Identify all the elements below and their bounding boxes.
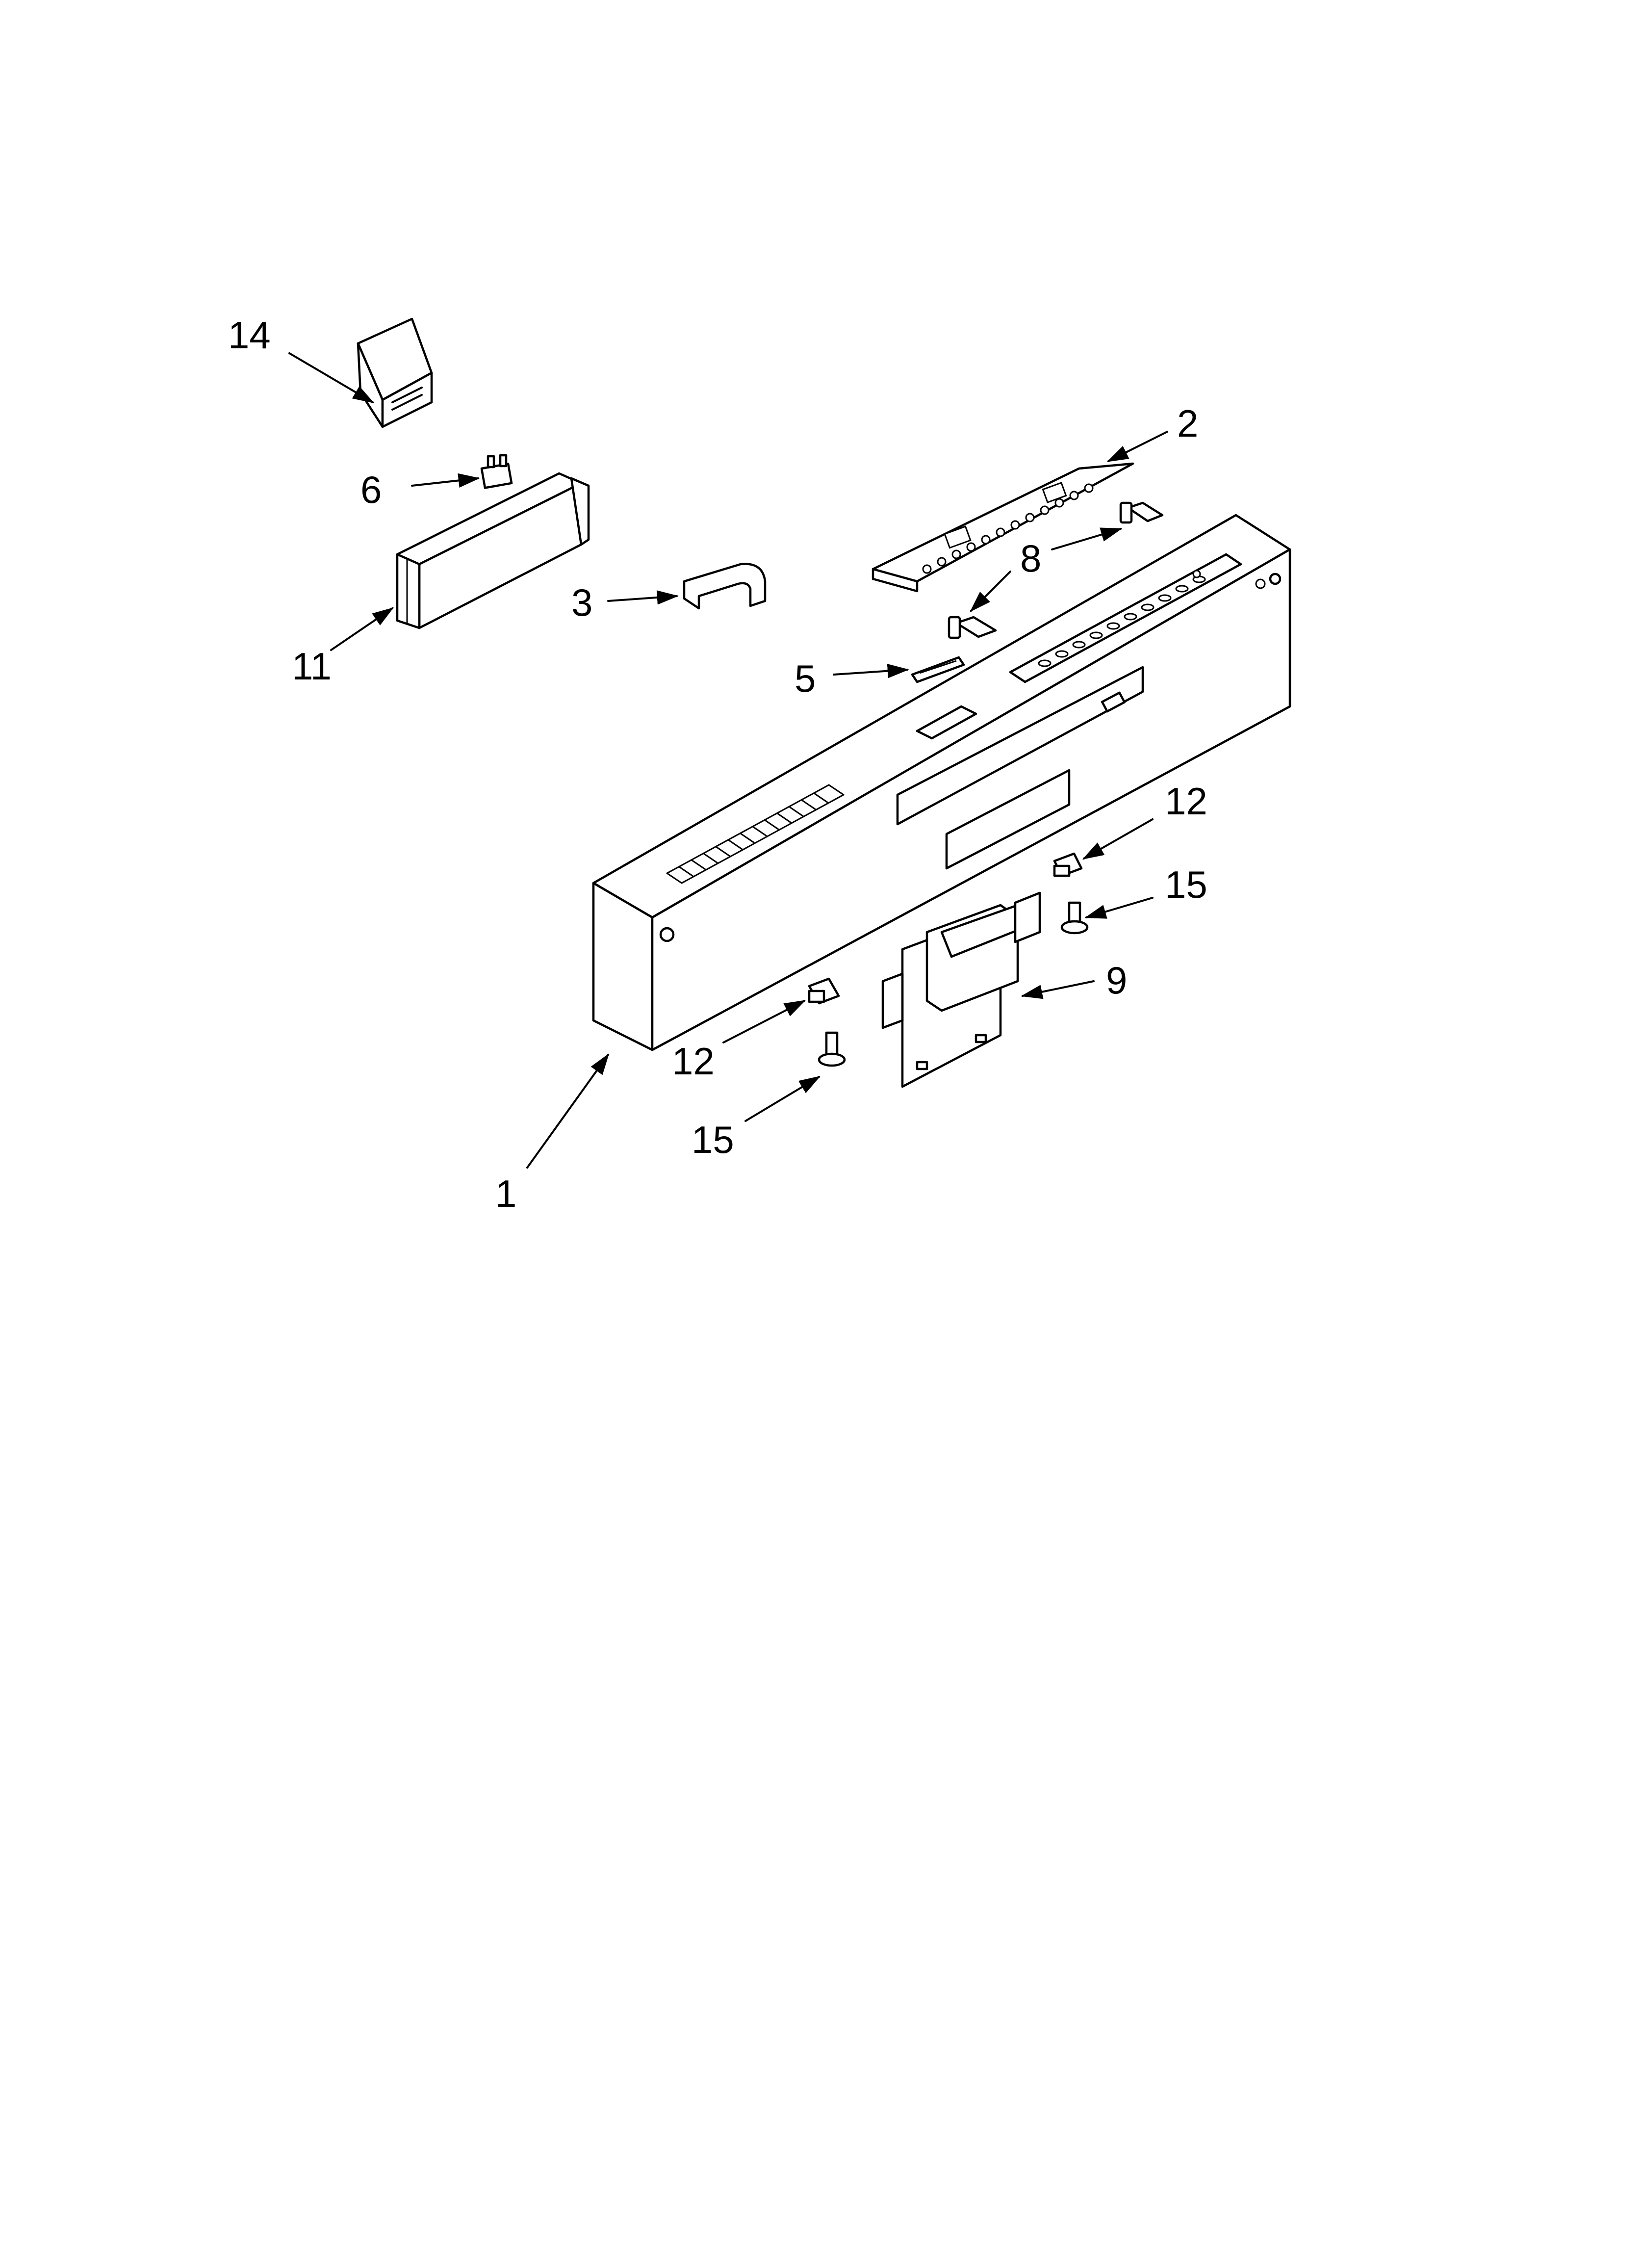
part-3-bracket bbox=[683, 563, 767, 610]
callout-9: 9 bbox=[1106, 959, 1127, 1002]
part-15-screw-left bbox=[818, 1031, 846, 1067]
part-8-screw-upper bbox=[1119, 501, 1164, 524]
part-12-clip-left bbox=[808, 977, 840, 1005]
vent-slots bbox=[666, 784, 845, 884]
front-window bbox=[896, 666, 1144, 826]
part-15-screw-right bbox=[1060, 901, 1089, 935]
callout-8: 8 bbox=[1020, 537, 1041, 580]
part-11-module bbox=[396, 472, 590, 629]
part-12-clip-right bbox=[1053, 852, 1083, 877]
callout-1: 1 bbox=[495, 1172, 516, 1215]
callout-15-right: 15 bbox=[1165, 863, 1207, 906]
part-2-board bbox=[872, 462, 1134, 593]
callout-12-right: 12 bbox=[1165, 780, 1207, 823]
callout-3: 3 bbox=[571, 581, 592, 624]
callout-12-left: 12 bbox=[672, 1040, 715, 1083]
callout-14: 14 bbox=[228, 313, 271, 357]
control-panel-housing bbox=[592, 514, 1291, 1051]
part-14-box bbox=[357, 317, 433, 428]
part-6-clip bbox=[480, 454, 513, 489]
callout-5: 5 bbox=[795, 657, 816, 700]
handle-recess bbox=[916, 705, 977, 740]
callout-2: 2 bbox=[1177, 402, 1198, 445]
callout-11: 11 bbox=[292, 645, 332, 688]
part-9-latch bbox=[881, 891, 1041, 1088]
callout-15-left: 15 bbox=[692, 1118, 734, 1161]
callout-6: 6 bbox=[360, 468, 382, 511]
part-5-badge bbox=[911, 656, 965, 683]
part-8-screw-lower bbox=[948, 616, 997, 639]
callout-labels: 14 6 11 3 2 8 5 12 15 9 12 15 1 bbox=[228, 313, 1207, 1215]
leader-lines bbox=[288, 352, 1168, 1169]
lower-window bbox=[945, 769, 1071, 870]
